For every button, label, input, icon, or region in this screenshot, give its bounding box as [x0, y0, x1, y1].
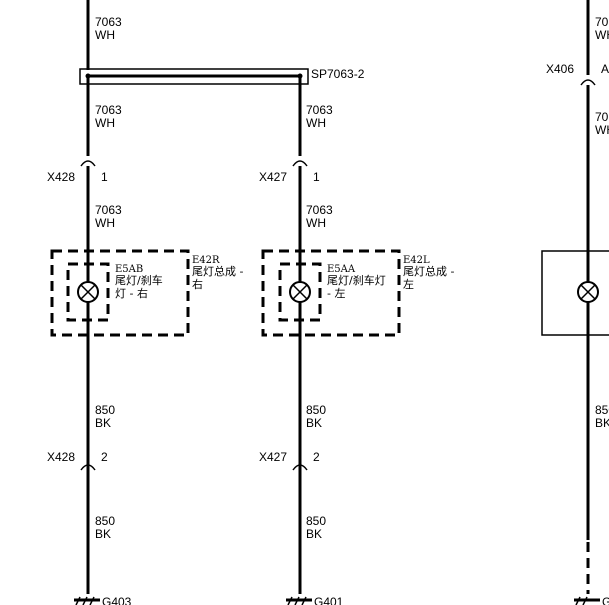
connector-x406-name: X406 [546, 62, 574, 76]
lamp-bulb-cross-d [292, 284, 308, 300]
connector-x427-top-pin: 1 [313, 170, 320, 184]
connector-x428-top-symbol [80, 160, 96, 167]
connector-x428-bottom-symbol [80, 464, 96, 471]
wire-left-top-color: WH [95, 28, 115, 42]
wire-lower-left-color: BK [95, 416, 111, 430]
assembly-e42l-name-2: 左 [403, 278, 414, 291]
ground-g401-hatch-1 [287, 596, 293, 605]
splice-label: SP7063-2 [311, 67, 365, 81]
ground-g403-hatch-2 [82, 596, 88, 605]
connector-x427-bottom-name: X427 [259, 450, 287, 464]
ground-g403-hatch-1 [75, 596, 81, 605]
assembly-e42l-code: E42L [403, 255, 430, 266]
lamp-e5aa-code: E5AA [327, 264, 356, 275]
connector-x428-bottom-pin: 2 [101, 450, 108, 464]
wire-left-top-num: 7063 [95, 15, 122, 29]
ground-g403-label: G403 [102, 595, 132, 605]
connector-x427-top-name: X427 [259, 170, 287, 184]
ground-g403-hatch-3 [89, 596, 95, 605]
assembly-e42l-name-1: 尾灯总成 - [403, 264, 454, 278]
ground-g401-label: G401 [314, 595, 344, 605]
wire-splice-left-num: 7063 [95, 103, 122, 117]
wire-splice-left-color: WH [95, 116, 115, 130]
assembly-box-e42l [261, 249, 401, 337]
wire-bottom-right-color: BK [306, 527, 322, 541]
connector-x427-bottom-symbol [292, 464, 308, 471]
ground-far-right-label: G [602, 595, 609, 605]
wire-top-right-color: WH [595, 28, 609, 42]
wire-bottom-right-num: 850 [306, 514, 326, 528]
wire-splice-right-num: 7063 [306, 103, 333, 117]
assembly-e42r-name-1: 尾灯总成 - [192, 264, 243, 278]
lamp-e5ab-name-1: 尾灯/刹车 [115, 273, 163, 287]
wire-right-mid-num: 706 [595, 110, 609, 124]
connector-x428-top-pin: 1 [101, 170, 108, 184]
assembly-box-e42r [50, 249, 190, 337]
wire-below-conn-right-num: 7063 [306, 203, 333, 217]
connector-x406-symbol [580, 79, 596, 86]
ground-far-right-hatch-2 [582, 596, 588, 605]
ground-g401-hatch-2 [294, 596, 300, 605]
wire-splice-right-color: WH [306, 116, 326, 130]
lamp-e5aa-name-2: - 左 [327, 287, 345, 300]
wire-lower-left-num: 850 [95, 403, 115, 417]
wire-top-right-num: 706 [595, 15, 609, 29]
ground-far-right-hatch-1 [575, 596, 581, 605]
component-box-far-right [541, 250, 609, 336]
wire-right-mid-color: WH [595, 123, 609, 137]
lamp-box-e5aa [278, 262, 322, 322]
lamp-e5ab-code: E5AB [115, 264, 143, 275]
connector-x428-bottom-name: X428 [47, 450, 75, 464]
connector-x406-pin: A [601, 62, 609, 76]
wire-bottom-left-color: BK [95, 527, 111, 541]
assembly-e42r-code: E42R [192, 255, 220, 266]
wire-below-conn-right-color: WH [306, 216, 326, 230]
wire-bottom-left-num: 850 [95, 514, 115, 528]
wire-lower-far-right-color: BK [595, 416, 609, 430]
wire-below-conn-left-color: WH [95, 216, 115, 230]
connector-x427-top-symbol [292, 160, 308, 167]
lamp-e5ab-name-2: 灯 - 右 [115, 286, 148, 300]
connector-x428-top-name: X428 [47, 170, 75, 184]
ground-g401-hatch-3 [301, 596, 307, 605]
lamp-bulb-cross-f [580, 284, 596, 300]
connector-x427-bottom-pin: 2 [313, 450, 320, 464]
wire-lower-right-color: BK [306, 416, 322, 430]
lamp-box-e5ab [66, 262, 110, 322]
wire-lower-far-right-num: 850 [595, 403, 609, 417]
lamp-bulb-cross-b [80, 284, 96, 300]
assembly-e42r-name-2: 右 [192, 277, 203, 291]
wire-below-conn-left-num: 7063 [95, 203, 122, 217]
lamp-e5aa-name-1: 尾灯/刹车灯 [327, 273, 386, 287]
wire-lower-right-num: 850 [306, 403, 326, 417]
splice-bar [79, 68, 309, 85]
